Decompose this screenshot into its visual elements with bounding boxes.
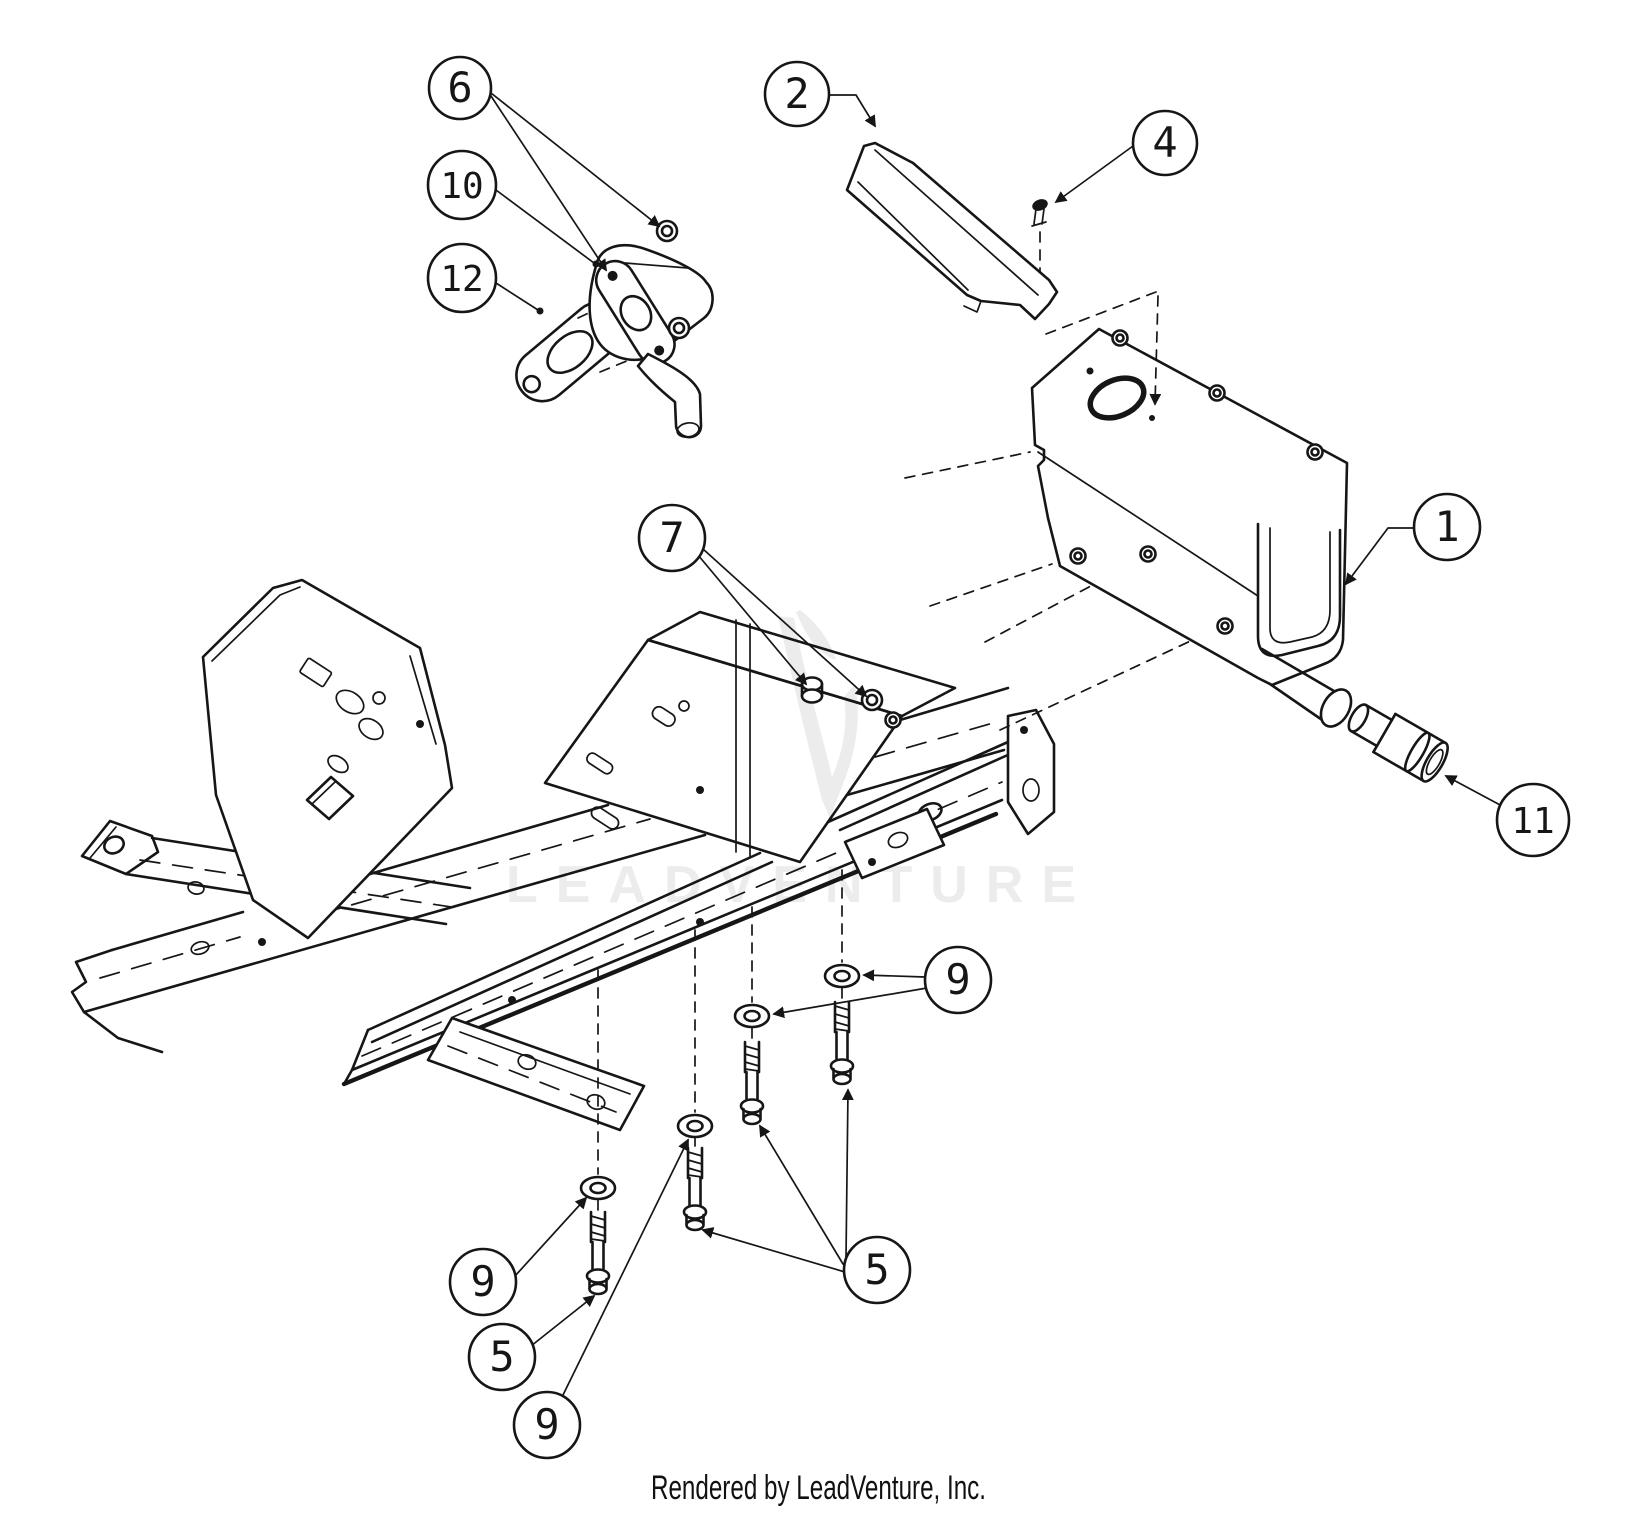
flange-nut-part6 [667,316,691,340]
callout-7[interactable]: 7 [637,503,707,573]
callout-7-label: 7 [659,513,684,562]
carriage-bolt-part5 [682,1146,708,1232]
washer-part9 [579,1175,617,1201]
callout-9-left[interactable]: 9 [448,1247,518,1317]
callout-2-label: 2 [784,69,809,118]
exhaust-manifold [588,243,714,439]
callout-5-label: 5 [489,1332,514,1381]
callout-9-label: 9 [534,1400,559,1449]
callout-9-label: 9 [945,955,970,1004]
manifold-pipe [636,352,703,439]
foot-bracket [426,1016,646,1132]
rear-frame-rail [70,686,1010,1054]
leadventure-logo-watermark [778,610,858,818]
carriage-bolt-part5 [585,1210,611,1296]
muffler [1030,327,1353,728]
washer-part9 [676,1113,714,1139]
callout-6-label: 6 [447,63,472,112]
bottom-fasteners [579,869,861,1296]
leader-lines [490,92,1503,1396]
washer-part9 [823,963,861,989]
callout-11-label: 11 [1511,801,1554,842]
callout-4[interactable]: 4 [1131,109,1199,177]
callout-6[interactable]: 6 [427,55,493,121]
exhaust-deflector [1347,703,1449,783]
front-frame-rail [341,708,1056,1087]
callout-9-bottom[interactable]: 9 [512,1390,582,1460]
callout-10[interactable]: 10 [426,149,498,221]
deck-bolt [800,676,824,704]
callout-9-label: 9 [470,1257,495,1306]
callout-5-right[interactable]: 5 [842,1235,912,1305]
callout-5-left[interactable]: 5 [467,1322,537,1392]
callout-10-label: 10 [440,166,483,207]
carriage-bolt-part5 [739,1040,765,1126]
callout-11[interactable]: 11 [1495,782,1571,858]
callout-5-label: 5 [864,1245,889,1294]
heat-shield [845,141,1059,321]
frame-end-plate [1006,708,1056,836]
callout-12-label: 12 [440,259,483,300]
callout-1-label: 1 [1434,502,1459,551]
callout-9-right[interactable]: 9 [923,945,993,1015]
callout-2[interactable]: 2 [763,60,831,128]
carriage-bolt-part5 [829,1000,855,1086]
muffler-inlet-hole [1087,375,1147,421]
callout-1[interactable]: 1 [1412,492,1482,562]
manifold-group [515,219,714,439]
callout-4-label: 4 [1152,118,1177,167]
muffler-bracket [1256,522,1342,658]
footer-credit: Rendered by LeadVenture, Inc. [651,1469,986,1507]
callouts: 6 10 12 2 4 1 7 11 [426,55,1571,1460]
dash-tower [201,578,454,940]
frame-assembly [70,578,1056,1132]
flange-nut-part6 [655,219,679,243]
washer-part9 [733,1003,771,1029]
callout-12[interactable]: 12 [426,242,498,314]
